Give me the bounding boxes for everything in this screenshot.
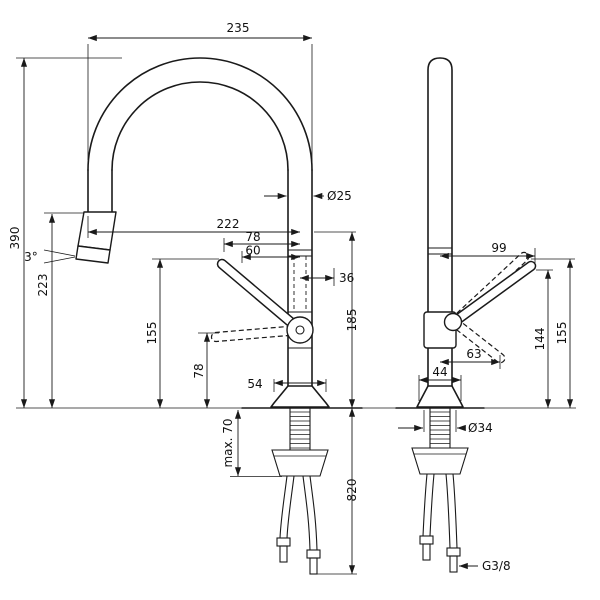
side-handle-fill — [450, 262, 535, 326]
side-handle-collar — [443, 312, 463, 332]
dim-label-dia34: Ø34 — [468, 421, 493, 435]
hose-connector-end — [449, 555, 458, 573]
dim-label-222: 222 — [217, 217, 240, 231]
hose-connector-end — [309, 557, 318, 575]
dim-label-155-front: 155 — [145, 322, 159, 345]
mounting-bracket — [411, 447, 469, 475]
spout-outer-arc — [87, 57, 313, 171]
mounting-bracket — [271, 449, 329, 477]
hose — [309, 475, 318, 551]
handle-pivot — [286, 316, 314, 344]
hose — [429, 473, 435, 537]
dim-label-144: 144 — [533, 328, 547, 351]
dim-label-99: 99 — [491, 241, 506, 255]
hose — [286, 475, 295, 539]
handle-lowered-dashed — [210, 324, 301, 343]
shank-threads — [290, 411, 310, 449]
dim-label-60: 60 — [245, 244, 260, 258]
shank-threads — [430, 411, 450, 444]
dim-label-390: 390 — [8, 227, 22, 250]
dim-label-223: 223 — [36, 274, 50, 297]
handle-pivot-cap — [295, 325, 305, 335]
dimensions-front: 235 390 223 3° 222 78 60 Ø25 36 — [8, 21, 359, 575]
dim-label-44: 44 — [432, 365, 447, 379]
dim-label-235: 235 — [227, 21, 250, 35]
hose — [302, 475, 311, 551]
faucet-side-view — [416, 57, 537, 408]
dim-label-155-side: 155 — [555, 322, 569, 345]
dim-label-dia25: Ø25 — [327, 189, 352, 203]
dim-label-78v: 78 — [192, 363, 206, 378]
dim-label-max70: max. 70 — [221, 418, 235, 467]
dim-label-78h: 78 — [245, 230, 260, 244]
hose — [445, 473, 451, 549]
hose — [452, 473, 458, 549]
side-base-flange — [416, 385, 464, 408]
dim-label-angle: 3° — [24, 250, 38, 264]
hose-connector-end — [422, 543, 431, 561]
spray-head — [77, 211, 117, 251]
hose — [279, 475, 288, 539]
dim-label-185: 185 — [345, 309, 359, 332]
dim-label-g38: G3/8 — [482, 559, 511, 573]
dimensions-side: 99 63 144 155 44 Ø34 G3/8 — [398, 241, 575, 573]
aerator — [75, 245, 111, 264]
hose — [422, 473, 428, 537]
side-body — [427, 57, 453, 387]
dim-label-63: 63 — [466, 347, 481, 361]
undercounter-front — [271, 408, 329, 575]
undercounter-side — [411, 408, 469, 573]
dim-label-54: 54 — [247, 377, 262, 391]
dim-label-820: 820 — [345, 479, 359, 502]
handle-lever-fill — [218, 260, 304, 334]
hose-connector-end — [279, 545, 288, 563]
spout-inner-arc — [111, 81, 289, 171]
